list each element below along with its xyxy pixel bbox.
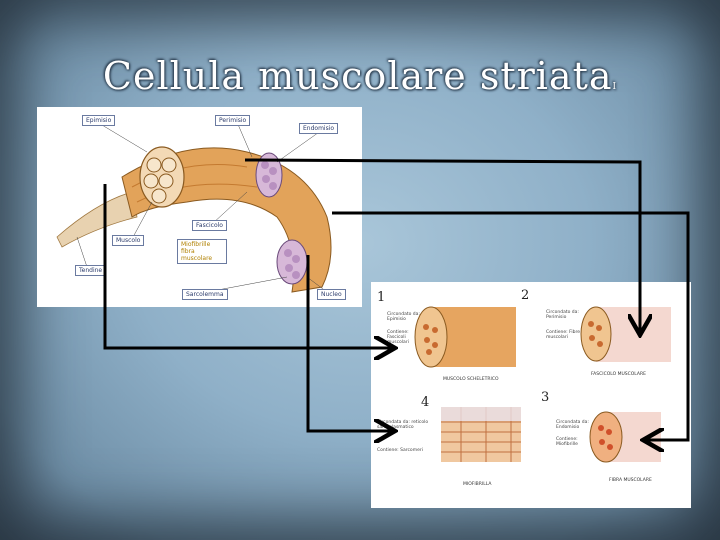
label-muscolo: Muscolo — [112, 235, 145, 246]
title-suffix: I — [612, 82, 618, 92]
panel-number-2: 2 — [521, 288, 530, 303]
label-miofibrille: Miofibrille fibra muscolare — [177, 239, 227, 264]
panel-number-3: 3 — [541, 390, 550, 405]
label-nucleo: Nucleo — [317, 289, 346, 300]
arrow-muscle — [103, 184, 392, 348]
panel-number-1: 1 — [377, 290, 386, 305]
caption-4: Miofibrilla — [463, 482, 492, 487]
caption-3: Fibra muscolare — [609, 478, 652, 483]
note-2b: Contiene: Fibre muscolari — [546, 330, 580, 340]
label-fascicolo: Fascicolo — [192, 220, 227, 231]
note-2a: Circondato da: Perimisio — [546, 310, 579, 320]
caption-1: Muscolo scheletrico — [443, 377, 499, 382]
note-1a: Circondato da: Epimisio — [387, 312, 420, 322]
arrow-fascicle — [244, 158, 640, 332]
muscle-drawing — [56, 121, 332, 293]
slide-title: Cellula muscolare striataI — [0, 54, 720, 98]
label-endomisio: Endomisio — [299, 123, 339, 134]
note-3a: Circondata da: Endomisio — [556, 420, 589, 430]
title-text: Cellula muscolare striata — [102, 54, 613, 98]
panel-number-4: 4 — [421, 395, 430, 410]
label-sarcolemma: Sarcolemma — [182, 289, 228, 300]
arrow-fiber — [332, 211, 690, 440]
label-perimisio: Perimisio — [215, 115, 251, 126]
label-epimisio: Epimisio — [82, 115, 116, 126]
arrow-myofibril — [306, 255, 392, 431]
note-4b: Contiene: Sarcomeri — [377, 448, 423, 453]
note-3b: Contiene: Miofibrille — [556, 437, 578, 447]
caption-2: Fascicolo muscolare — [591, 372, 646, 377]
